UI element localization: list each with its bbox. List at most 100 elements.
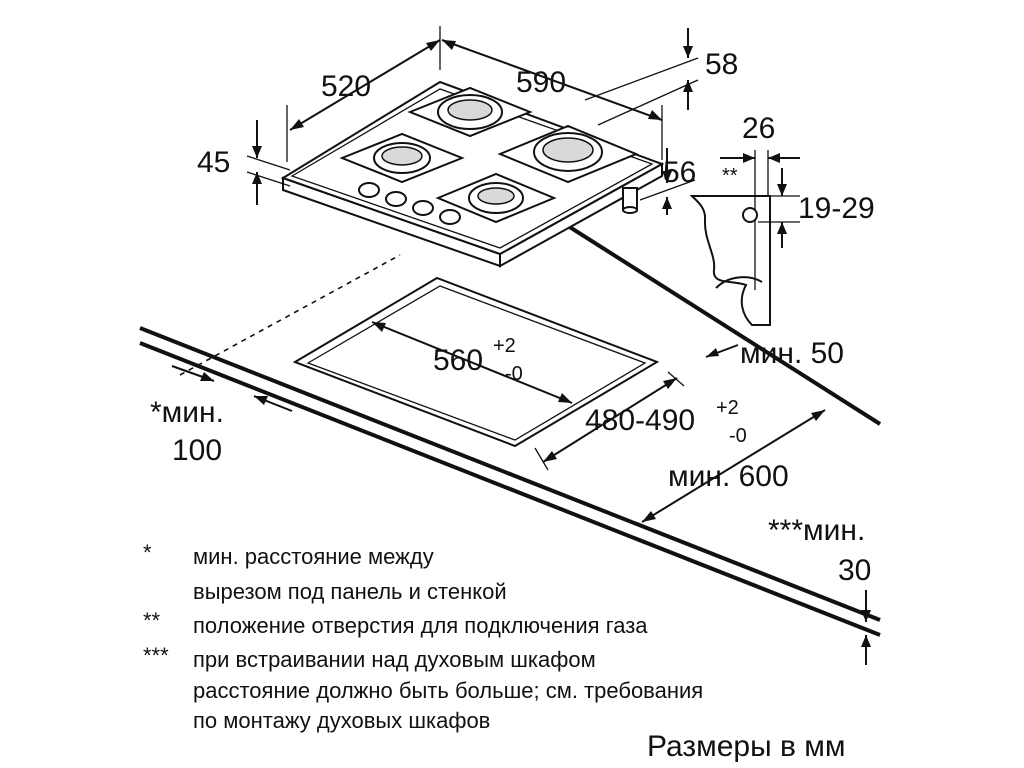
dim-min-600-arrow-end	[811, 410, 825, 421]
burner-rear-left	[407, 86, 533, 138]
dim-min-50-label: мин. 50	[740, 337, 844, 370]
dim-45-label: 45	[197, 146, 230, 179]
dim-45-arrow-bottom	[252, 172, 262, 184]
dim-min-50-arrow	[706, 348, 719, 357]
dim-560-tol-plus: +2	[493, 335, 516, 357]
gas-connector	[622, 187, 638, 214]
dim-480-label: 480-490	[585, 404, 695, 437]
dim-520: 520	[286, 26, 441, 162]
dim-560: 560 +2 -0	[371, 321, 573, 404]
note-3-line-1: при встраивании над духовым шкафом	[193, 647, 596, 672]
notes: * мин. расстояние между вырезом под пане…	[143, 540, 703, 733]
dim-45-ext-bottom	[246, 171, 291, 187]
dim-520-arrow-start	[290, 119, 304, 130]
dim-590-line	[441, 39, 663, 121]
dim-520-label: 520	[321, 70, 371, 103]
dim-26-label: 26	[742, 112, 775, 145]
cutout	[292, 276, 660, 448]
dim-56-label: 56	[663, 156, 696, 189]
dim-min-30-label-2: 30	[838, 554, 871, 587]
dim-45-arrow-top	[252, 146, 262, 158]
gas-connection-profile: 26 ** 19-29	[689, 112, 875, 326]
dim-58-ext-a	[584, 57, 699, 101]
note-1-line-1: мин. расстояние между	[193, 544, 434, 569]
burner-cap	[381, 146, 423, 166]
dim-56-arrow-bottom	[662, 197, 672, 209]
dim-480-arrow-start	[543, 451, 557, 462]
burner-cap	[447, 99, 493, 121]
dim-560-line	[371, 321, 573, 404]
dim-56: 56	[639, 148, 696, 215]
dim-58-arrow-top	[683, 46, 693, 58]
cutout-inner	[306, 285, 647, 441]
dim-480-arrow-end	[663, 378, 677, 389]
countertop-back-edge	[533, 203, 882, 426]
dim-min-30: ***мин. 30	[768, 514, 871, 665]
dim-min-100-arrow-b	[254, 396, 268, 405]
dim-19-29-arrow-top	[777, 184, 787, 196]
dim-min-600-arrow-start	[642, 511, 656, 522]
hob	[280, 80, 665, 268]
dim-58: 58	[584, 28, 738, 126]
profile-curve	[715, 276, 763, 289]
hob-top-inner	[290, 88, 654, 249]
note-3-line-3: по монтажу духовых шкафов	[193, 708, 490, 733]
burner-right	[497, 124, 639, 184]
dim-590: 590	[441, 39, 663, 160]
dim-560-arrow-end	[558, 393, 572, 403]
profile-section	[689, 195, 771, 326]
hob-drop-guide-line	[179, 254, 401, 376]
dim-58-label: 58	[705, 48, 738, 81]
countertop	[139, 203, 882, 637]
dim-520-line	[289, 39, 441, 131]
dim-min-50: мин. 50	[705, 337, 844, 370]
burner-front	[435, 172, 557, 224]
burner-cap	[477, 187, 515, 205]
dim-590-arrow-end	[648, 110, 662, 120]
dim-min-30-label-1: ***мин.	[768, 514, 865, 547]
burner-cap	[542, 137, 594, 163]
dim-min-100-label-2: 100	[172, 434, 222, 467]
dim-480-tol-minus: -0	[729, 425, 747, 447]
dim-45-ext-top	[246, 155, 291, 171]
dim-480-line	[542, 377, 678, 463]
dim-560-tol-minus: -0	[505, 363, 523, 385]
dim-480-490: 480-490 +2 -0	[534, 371, 747, 471]
knob	[385, 191, 407, 207]
dim-min-600: мин. 600	[641, 409, 826, 523]
dim-min-30-arrow-bottom	[861, 635, 871, 647]
countertop-front-edge-top	[139, 326, 881, 622]
note-2-line-1: положение отверстия для подключения газа	[193, 613, 648, 638]
dim-56-arrow-top	[662, 171, 672, 183]
burner-left	[339, 132, 465, 184]
gas-hole	[742, 207, 758, 223]
dim-26-arrow-a	[743, 153, 755, 163]
dim-56-ext-a	[639, 179, 696, 201]
cutout-outer	[292, 276, 660, 448]
dim-19-29-arrow-bottom	[777, 222, 787, 234]
dim-min-100: *мин. 100	[150, 365, 293, 467]
dim-480-ext-a	[534, 447, 549, 471]
knob	[412, 200, 434, 216]
note-2-marker: **	[143, 608, 161, 633]
control-knobs	[358, 182, 461, 225]
dim-min-600-line	[641, 409, 826, 523]
note-3-marker: ***	[143, 643, 169, 668]
dim-45: 45	[197, 120, 291, 205]
dim-560-label: 560	[433, 344, 483, 377]
dim-min-30-arrow-top	[861, 610, 871, 622]
knob	[439, 209, 461, 225]
gas-connector-end	[622, 206, 638, 214]
dim-19-29-label: 19-29	[798, 192, 875, 225]
dim-min-100-label-1: *мин.	[150, 396, 224, 429]
dim-min-600-label: мин. 600	[668, 460, 789, 493]
units-caption: Размеры в мм	[647, 730, 846, 763]
dim-480-tol-plus: +2	[716, 397, 739, 419]
dim-590-label: 590	[516, 66, 566, 99]
countertop-front-edge-bottom	[139, 341, 881, 637]
note-1-marker: *	[143, 540, 152, 565]
dim-58-arrow-bottom	[683, 80, 693, 92]
gas-hole-marker: **	[722, 165, 738, 187]
knob	[358, 182, 380, 198]
